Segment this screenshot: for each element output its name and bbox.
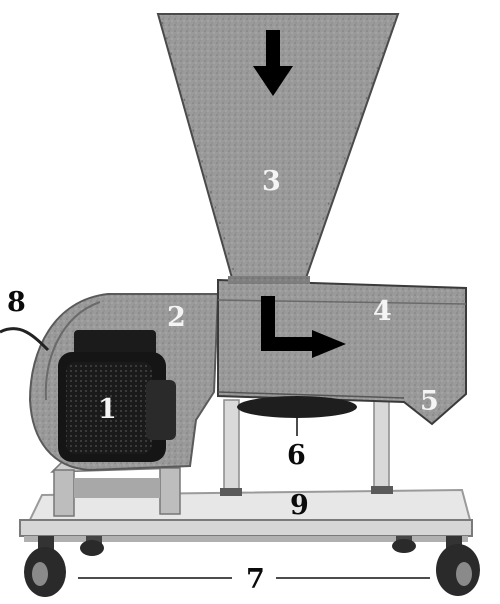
label-5: 5 bbox=[420, 386, 439, 417]
grinding-chamber bbox=[217, 278, 467, 426]
power-cable bbox=[0, 327, 50, 352]
label-4: 4 bbox=[373, 296, 392, 327]
label-9: 9 bbox=[290, 490, 309, 521]
discharge-drum bbox=[237, 396, 357, 418]
hopper bbox=[156, 13, 400, 284]
caster-wheels bbox=[24, 536, 480, 597]
label-6: 6 bbox=[287, 440, 306, 471]
support-legs bbox=[220, 399, 393, 496]
flow-arrows bbox=[253, 30, 346, 358]
label-3: 3 bbox=[262, 166, 281, 197]
label-8: 8 bbox=[7, 287, 26, 318]
label-7: 7 bbox=[246, 564, 265, 595]
base-frame bbox=[19, 488, 473, 542]
electric-motor bbox=[58, 330, 176, 462]
label-2: 2 bbox=[167, 302, 186, 333]
label-1: 1 bbox=[98, 394, 117, 425]
